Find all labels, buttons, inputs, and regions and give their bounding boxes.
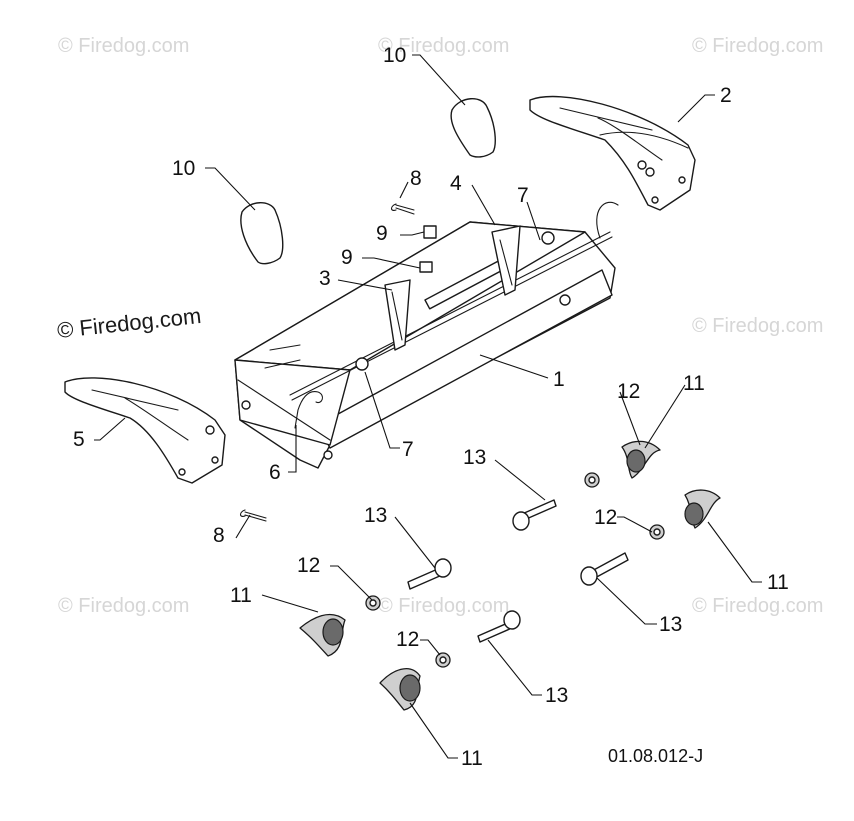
nut-part-12 bbox=[584, 472, 600, 488]
watermark: © Firedog.com bbox=[692, 595, 823, 617]
callout-13: 13 bbox=[463, 446, 486, 469]
nut-part-12 bbox=[435, 652, 451, 668]
callout-8: 8 bbox=[213, 524, 225, 547]
callout-7: 7 bbox=[517, 184, 529, 207]
callout-3: 5 bbox=[73, 428, 85, 451]
callout-10: 10 bbox=[172, 157, 195, 180]
nut-part-12 bbox=[365, 595, 381, 611]
callout-7: 7 bbox=[402, 438, 414, 461]
knob-part-11 bbox=[684, 489, 721, 529]
callout-9: 9 bbox=[376, 222, 388, 245]
callout-11: 11 bbox=[683, 372, 705, 395]
callout-4: 4 bbox=[450, 172, 462, 195]
leader-lines bbox=[94, 54, 762, 759]
watermark: © Firedog.com bbox=[58, 595, 189, 617]
bolt-part-13 bbox=[407, 558, 452, 590]
watermark: © Firedog.com bbox=[692, 35, 823, 57]
knob-part-11 bbox=[379, 667, 421, 711]
callout-12: 12 bbox=[594, 506, 617, 529]
watermark: © Firedog.com bbox=[378, 35, 509, 57]
callout-13: 13 bbox=[659, 613, 682, 636]
callout-8: 8 bbox=[410, 167, 422, 190]
drawing-code: 01.08.012-J bbox=[608, 746, 703, 766]
callouts: 10 10 2 4 7 8 9 9 3 1 7 6 5 8 12 11 13 1… bbox=[73, 44, 789, 770]
clip-part-8-bottom bbox=[239, 509, 267, 522]
watermark: © Firedog.com bbox=[692, 315, 823, 337]
grip-part-10-left bbox=[240, 202, 284, 265]
bolt-part-13 bbox=[477, 610, 521, 643]
callout-11: 11 bbox=[461, 747, 483, 770]
callout-11: 11 bbox=[230, 584, 252, 607]
watermark: © Firedog.com bbox=[58, 35, 189, 57]
callout-13: 13 bbox=[545, 684, 568, 707]
nut-part-12 bbox=[649, 524, 665, 540]
bolt-part-13 bbox=[580, 552, 629, 586]
frame-part bbox=[234, 201, 619, 469]
callout-12: 12 bbox=[396, 628, 419, 651]
knob-part-11 bbox=[621, 440, 661, 479]
watermark: © Firedog.com bbox=[378, 595, 509, 617]
bushing-part-9-bottom bbox=[419, 261, 433, 273]
bracket-part-4 bbox=[491, 225, 521, 296]
callout-11: 11 bbox=[767, 571, 789, 594]
knob-part-11 bbox=[299, 613, 346, 657]
clip-part-8-top bbox=[390, 203, 415, 215]
callout-12: 12 bbox=[617, 380, 640, 403]
handle-part-left bbox=[64, 377, 226, 484]
handle-part-right bbox=[529, 95, 696, 211]
bracket-part-5 bbox=[384, 279, 411, 351]
callout-10: 10 bbox=[383, 44, 406, 67]
callout-13: 13 bbox=[364, 504, 387, 527]
callout-6: 6 bbox=[269, 461, 281, 484]
callout-5: 3 bbox=[319, 267, 331, 290]
bushing-part-9-top bbox=[423, 225, 437, 239]
callout-12: 12 bbox=[297, 554, 320, 577]
callout-1: 1 bbox=[553, 368, 565, 391]
grip-part-10-right bbox=[450, 98, 496, 158]
watermark: © Firedog.com bbox=[56, 303, 202, 343]
bolt-part-13 bbox=[512, 499, 557, 531]
callout-9: 9 bbox=[341, 246, 353, 269]
callout-2: 2 bbox=[720, 84, 732, 107]
